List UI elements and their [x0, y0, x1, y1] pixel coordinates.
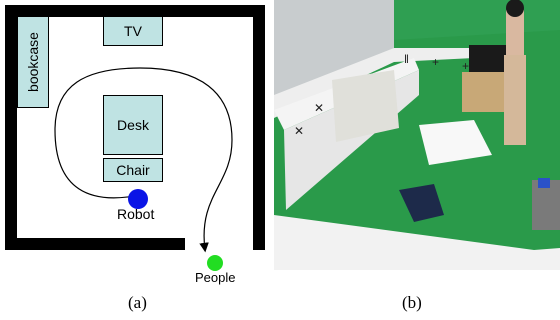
wall-top: [5, 5, 265, 17]
tv-box: TV: [103, 16, 163, 46]
chair-label: Chair: [116, 162, 150, 178]
desk-label: Desk: [117, 117, 149, 133]
bookcase-box: bookcase: [17, 16, 49, 108]
trajectory-path: [54, 67, 233, 253]
svg-text:+: +: [462, 59, 469, 73]
wall-bottom: [5, 238, 185, 250]
svg-text:✕: ✕: [314, 101, 324, 115]
svg-text:+: +: [432, 55, 439, 69]
chair-box: Chair: [103, 158, 163, 182]
svg-text:✕: ✕: [294, 124, 304, 138]
wall-right: [253, 5, 265, 250]
desk-box: Desk: [103, 95, 163, 155]
tv-label: TV: [124, 23, 142, 39]
people-marker: [207, 255, 223, 271]
people-label: People: [195, 270, 236, 285]
svg-text:‖: ‖: [404, 52, 409, 66]
wall-left: [5, 5, 17, 250]
caption-a: (a): [128, 293, 147, 312]
room-photo: ✕ ✕ ‖ + +: [274, 0, 560, 270]
room-photo-drawing: ✕ ✕ ‖ + +: [274, 0, 560, 270]
floor-plan-panel: TV bookcase Desk Chair Robot People: [0, 0, 270, 290]
robot-marker: [128, 189, 148, 209]
caption-b: (b): [402, 293, 422, 312]
robot-label: Robot: [117, 206, 155, 222]
